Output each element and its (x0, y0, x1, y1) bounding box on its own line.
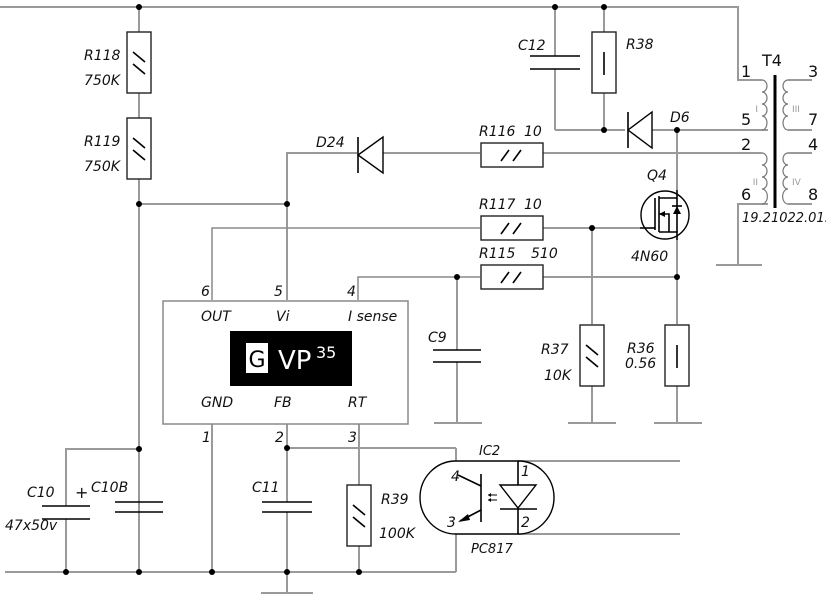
r116-value: 10 (524, 124, 542, 140)
r38-ref: R38 (626, 37, 654, 53)
c9-ref: C9 (428, 330, 447, 346)
chip-name: VP (278, 346, 311, 376)
t4-pin-5: 5 (741, 110, 751, 129)
r117-value: 10 (524, 197, 542, 213)
resistor-r116: R116 10 (479, 124, 544, 168)
pin-num-5: 5 (274, 284, 283, 300)
pin-num-3: 3 (348, 430, 357, 446)
ic2-pin-4: 4 (451, 469, 460, 485)
t4-pin-7: 7 (808, 110, 818, 129)
resistor-r119: R119 750K (84, 117, 152, 180)
resistor-r115: R115 510 (479, 246, 558, 290)
pin-num-6: 6 (201, 284, 210, 300)
c10-value: 47x50v (5, 518, 58, 534)
r36-ref: R36 (627, 341, 655, 357)
optocoupler-ic2: 4 3 1 2 IC2 PC817 (419, 444, 555, 557)
ic2-ref: IC2 (479, 444, 500, 459)
ic2-pin-3: 3 (447, 515, 456, 531)
r39-value: 100K (379, 526, 417, 542)
pin-name-vi: Vi (276, 309, 290, 325)
mosfet-q4: Q4 4N60 (631, 168, 690, 265)
pin-name-gnd: GND (201, 395, 233, 411)
capacitor-c10: + C10 47x50v (5, 483, 90, 534)
t4-pin-3: 3 (808, 62, 818, 81)
c10-ref: C10 (27, 485, 55, 501)
r116-ref: R116 (479, 124, 516, 140)
pin-name-fb: FB (274, 395, 292, 411)
c12-ref: C12 (518, 38, 546, 54)
c10b-ref: C10B (91, 480, 128, 496)
r119-ref: R119 (84, 134, 121, 150)
capacitor-c10b: C10B (91, 480, 163, 513)
t4-pin-4: 4 (808, 135, 818, 154)
capacitor-c9: C9 (428, 330, 481, 363)
r37-ref: R37 (541, 342, 569, 358)
logo-badge (246, 343, 268, 373)
ic2-value: PC817 (471, 542, 513, 557)
t4-pin-8: 8 (808, 185, 818, 204)
resistor-r39: R39 100K (346, 484, 417, 547)
pin-num-2: 2 (275, 430, 284, 446)
q4-value: 4N60 (631, 249, 668, 265)
r36-value: 0.56 (625, 356, 656, 372)
resistor-r38: R38 (591, 31, 654, 94)
resistor-r36: R36 0.56 (625, 324, 690, 387)
pin-name-isense: I sense (348, 309, 397, 325)
pin-name-rt: RT (348, 395, 368, 411)
c11-ref: C11 (252, 480, 280, 496)
wires (0, 6, 812, 594)
q4-ref: Q4 (647, 168, 667, 184)
t4-part-number: 19.21022.015 (742, 211, 826, 226)
ic2-pin-2: 2 (521, 515, 530, 531)
t4-ref: T4 (761, 51, 782, 70)
pin-name-out: OUT (201, 309, 232, 325)
t4-pin-1: 1 (741, 62, 751, 81)
r37-value: 10K (544, 368, 573, 384)
d24-ref: D24 (316, 135, 345, 151)
r39-ref: R39 (381, 492, 409, 508)
diode-d6: D6 (626, 110, 690, 150)
d6-ref: D6 (670, 110, 690, 126)
resistor-r117: R117 10 (479, 197, 544, 241)
winding-ii-label: II (753, 178, 758, 188)
resistor-r118: R118 750K (84, 31, 152, 94)
r118-value: 750K (84, 73, 122, 89)
controller-ic: G VP 35 OUT Vi I sense GND FB RT 6 5 4 1… (162, 284, 409, 446)
r119-value: 750K (84, 159, 122, 175)
diode-d24: D24 (316, 135, 384, 175)
r115-ref: R115 (479, 246, 516, 262)
pin-num-4: 4 (347, 284, 356, 300)
ic2-pin-1: 1 (521, 464, 530, 480)
transformer-t4: I II III IV T4 1 5 2 6 3 7 4 8 19.21022.… (741, 51, 826, 226)
r117-ref: R117 (479, 197, 516, 213)
r118-ref: R118 (84, 48, 121, 64)
capacitor-c11: C11 (252, 480, 312, 513)
junction-dots (63, 4, 680, 575)
capacitor-c12: C12 (518, 38, 580, 70)
pin-num-1: 1 (202, 430, 211, 446)
winding-iii-label: III (792, 105, 800, 115)
winding-i-label: I (755, 105, 758, 115)
r115-value: 510 (531, 246, 558, 262)
t4-pin-2: 2 (741, 135, 751, 154)
t4-pin-6: 6 (741, 185, 751, 204)
c10-polarity: + (75, 483, 88, 502)
chip-suffix: 35 (316, 343, 336, 362)
resistor-r37: R37 10K (541, 324, 605, 387)
winding-iv-label: IV (792, 178, 802, 188)
logo-letter: G (248, 348, 265, 373)
